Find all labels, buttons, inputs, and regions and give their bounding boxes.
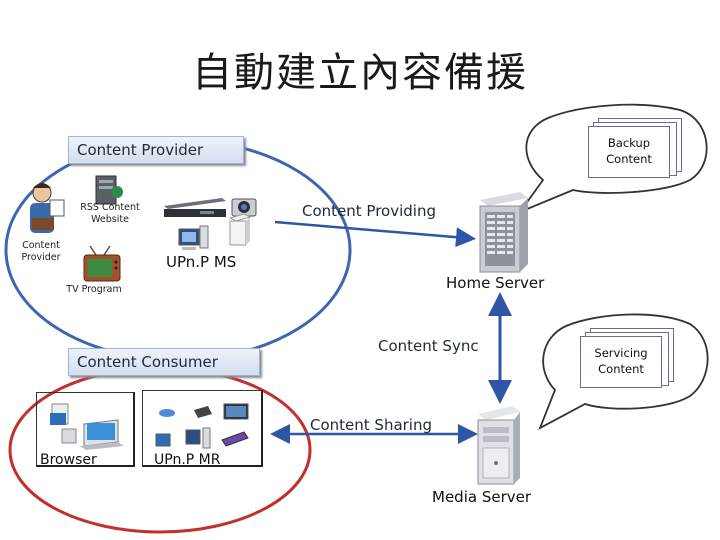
tv-program-label: TV Program	[66, 284, 122, 295]
content-consumer-bar: Content Consumer	[68, 348, 260, 376]
servicing-line2: Content	[598, 362, 644, 376]
servicing-doc-front: Servicing Content	[580, 336, 662, 388]
set-top-box-icon	[164, 198, 226, 217]
nas-box-icon	[228, 213, 252, 246]
provider-label-line1: Content	[22, 240, 60, 251]
rss-label-line1: RSS Content	[80, 202, 140, 213]
content-sync-label: Content Sync	[378, 337, 479, 355]
media-server-icon	[477, 406, 520, 485]
camera-icon	[231, 198, 257, 217]
upnp-mr-devices-icon	[155, 403, 249, 449]
slide-title: 自動建立內容備援	[192, 50, 528, 96]
backup-line1: Backup	[607, 136, 651, 150]
rss-label-line2: Website	[91, 214, 129, 225]
rss-website-label: RSS Content Website	[78, 202, 142, 226]
browser-label: Browser	[40, 452, 97, 468]
content-provider-person-label: Content Provider	[18, 240, 64, 264]
provider-label-line2: Provider	[21, 252, 61, 263]
home-server-label: Home Server	[446, 274, 545, 292]
home-server-icon	[479, 192, 528, 273]
servicing-line1: Servicing	[594, 346, 648, 360]
content-providing-label: Content Providing	[302, 202, 436, 220]
upnp-mr-label: UPn.P MR	[154, 452, 221, 468]
tv-icon	[83, 245, 121, 282]
desktop-pc-icon	[178, 225, 209, 250]
backup-doc-front: Backup Content	[588, 126, 670, 178]
content-provider-person-icon	[30, 183, 65, 233]
upnp-ms-label: UPn.P MS	[166, 253, 237, 271]
content-providing-arrow	[274, 220, 476, 248]
content-provider-bar: Content Provider	[68, 136, 244, 164]
content-sharing-label: Content Sharing	[310, 416, 433, 434]
rss-website-icon	[95, 175, 123, 205]
browser-box	[36, 392, 135, 467]
backup-callout-bubble	[517, 103, 708, 215]
media-server-label: Media Server	[432, 488, 532, 506]
servicing-callout-bubble	[538, 313, 709, 430]
backup-line2: Content	[606, 152, 652, 166]
browser-devices-icon	[50, 403, 124, 450]
upnp-mr-box	[142, 390, 263, 467]
